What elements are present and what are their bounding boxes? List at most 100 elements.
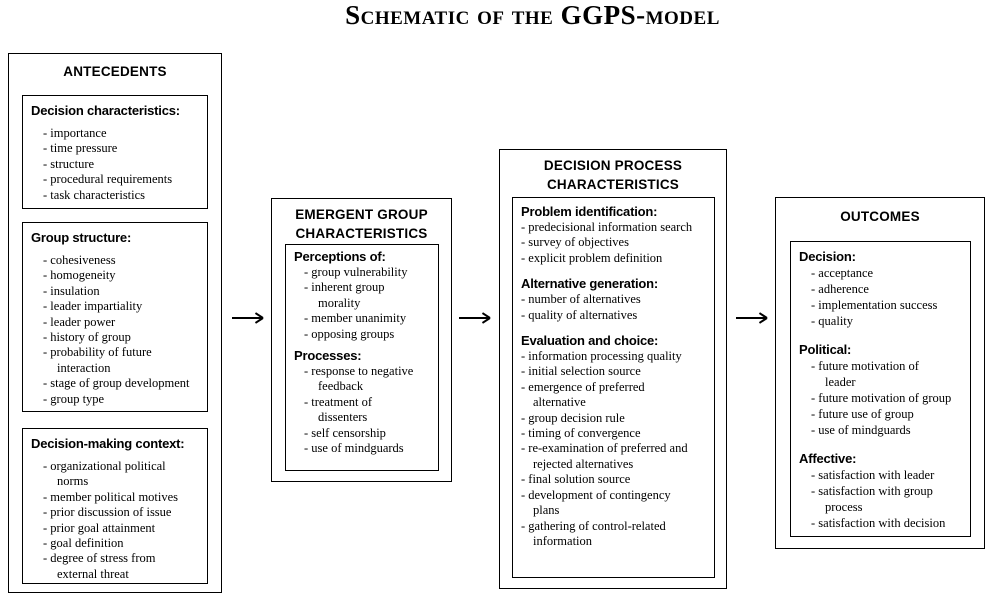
list-item: stage of group development [43, 376, 202, 391]
item-list: future motivation of leaderfuture motiva… [799, 358, 967, 438]
list-item: procedural requirements [43, 172, 202, 187]
list-item: importance [43, 126, 202, 141]
right-arrow-icon [459, 317, 489, 319]
list-item: use of mindguards [811, 422, 967, 438]
list-item: development of contingency plans [521, 488, 711, 519]
section-heading: Alternative generation: [521, 276, 658, 292]
item-list: information processing qualityinitial se… [521, 349, 711, 549]
list-item: prior goal attainment [43, 521, 202, 536]
list-item: group type [43, 392, 202, 407]
list-item: satisfaction with decision [811, 515, 967, 531]
section: Processes:response to negative feedbackt… [294, 348, 435, 456]
box-title: ANTECEDENTS [63, 64, 167, 79]
section-heading: Group structure: [31, 230, 132, 245]
list-item: treatment of dissenters [304, 395, 435, 426]
section: Decision:acceptanceadherenceimplementati… [799, 248, 967, 329]
right-arrow-icon [232, 317, 262, 319]
list-item: response to negative feedback [304, 364, 435, 395]
section-heading: Decision-making context: [31, 436, 185, 451]
list-item: group vulnerability [304, 265, 435, 280]
item-list: acceptanceadherenceimplementation succes… [799, 265, 967, 329]
item-list: group vulnerabilityinherent group morali… [294, 265, 435, 342]
section: Decision-making context: organizational p… [31, 436, 202, 582]
section: Alternative generation:number of alterna… [521, 276, 711, 323]
list-item: leader power [43, 315, 202, 330]
list-item: probability of future interaction [43, 345, 202, 376]
list-item: predecisional information search [521, 220, 711, 235]
list-item: self censorship [304, 426, 435, 441]
panel: Decision-making context: organizational p… [22, 428, 208, 584]
list-item: final solution source [521, 472, 711, 487]
section: Political:future motivation of leaderfut… [799, 341, 967, 438]
panel: Perceptions of:group vulnerabilityinhere… [285, 244, 439, 471]
list-item: opposing groups [304, 327, 435, 342]
list-item: inherent group morality [304, 280, 435, 311]
list-item: goal definition [43, 536, 202, 551]
section: Perceptions of:group vulnerabilityinhere… [294, 249, 435, 342]
item-list: importancetime pressurestructureprocedur… [31, 126, 202, 203]
section: Affective:satisfaction with leadersatisf… [799, 450, 967, 531]
right-arrow-icon [736, 317, 766, 319]
box-decision-process-characteristics: DECISION PROCESS CHARACTERISTICS Problem… [499, 149, 727, 589]
section-heading: Decision: [799, 249, 856, 264]
section: Group structure: cohesivenesshomogeneityi… [31, 230, 202, 407]
section: Problem identification:predecisional inf… [521, 204, 711, 266]
list-item: gathering of control-related information [521, 519, 711, 550]
list-item: timing of convergence [521, 426, 711, 441]
list-item: explicit problem definition [521, 251, 711, 266]
section-heading: Problem identification: [521, 204, 658, 219]
list-item: group decision rule [521, 411, 711, 426]
list-item: history of group [43, 330, 202, 345]
panel: Decision characteristics: importancetime … [22, 95, 208, 209]
list-item: leader impartiality [43, 299, 202, 314]
section-heading: Affective: [799, 451, 857, 466]
list-item: time pressure [43, 141, 202, 156]
item-list: number of alternativesquality of alterna… [521, 292, 711, 323]
list-item: future motivation of group [811, 390, 967, 406]
item-list: predecisional information searchsurvey o… [521, 220, 711, 266]
item-list: response to negative feedbacktreatment o… [294, 364, 435, 456]
list-item: future motivation of leader [811, 358, 967, 390]
panel: Problem identification:predecisional inf… [512, 197, 715, 578]
item-list: satisfaction with leadersatisfaction wit… [799, 467, 967, 531]
list-item: use of mindguards [304, 441, 435, 456]
item-list: organizational political normsmember pol… [31, 459, 202, 582]
box-title: EMERGENT GROUP CHARACTERISTICS [295, 207, 428, 241]
box-title: DECISION PROCESS CHARACTERISTICS [543, 158, 683, 192]
section-heading: Decision characteristics: [31, 103, 180, 118]
panel: Decision:acceptanceadherenceimplementati… [790, 241, 971, 537]
box-antecedents: ANTECEDENTS Decision characteristics: imp… [8, 53, 222, 593]
list-item: task characteristics [43, 188, 202, 203]
section-heading: Political: [799, 342, 852, 357]
list-item: insulation [43, 284, 202, 299]
list-item: emergence of preferred alternative [521, 380, 711, 411]
list-item: implementation success [811, 297, 967, 313]
list-item: cohesiveness [43, 253, 202, 268]
list-item: number of alternatives [521, 292, 711, 307]
list-item: degree of stress from external threat [43, 551, 202, 582]
list-item: homogeneity [43, 268, 202, 283]
list-item: adherence [811, 281, 967, 297]
box-emergent-group-characteristics: EMERGENT GROUP CHARACTERISTICS Perceptio… [271, 198, 452, 482]
list-item: satisfaction with leader [811, 467, 967, 483]
diagram-title: Schematic of the GGPS-model [345, 0, 720, 30]
section: Decision characteristics: importancetime … [31, 103, 202, 203]
panel: Group structure: cohesivenesshomogeneityi… [22, 222, 208, 412]
box-title: OUTCOMES [840, 209, 920, 224]
section-heading: Perceptions of: [294, 249, 386, 264]
section-heading: Evaluation and choice: [521, 333, 659, 349]
item-list: cohesivenesshomogeneityinsulationleader … [31, 253, 202, 407]
list-item: member unanimity [304, 311, 435, 326]
list-item: satisfaction with group process [811, 483, 967, 515]
list-item: acceptance [811, 265, 967, 281]
list-item: organizational political norms [43, 459, 202, 490]
list-item: future use of group [811, 406, 967, 422]
section: Evaluation and choice:information proces… [521, 333, 711, 549]
list-item: structure [43, 157, 202, 172]
section-heading: Processes: [294, 348, 362, 364]
list-item: initial selection source [521, 364, 711, 379]
box-outcomes: OUTCOMES Decision:acceptanceadherenceimp… [775, 197, 985, 549]
list-item: prior discussion of issue [43, 505, 202, 520]
list-item: member political motives [43, 490, 202, 505]
list-item: survey of objectives [521, 235, 711, 250]
